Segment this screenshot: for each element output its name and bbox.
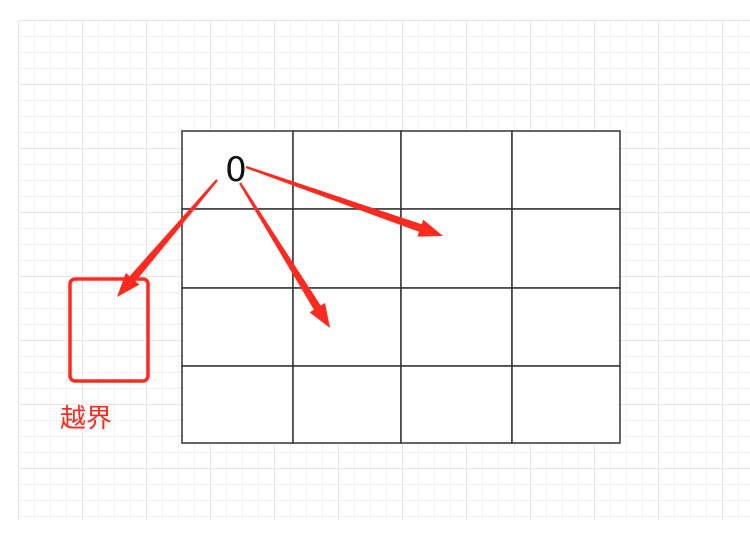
cell-label-zero: 0 <box>225 150 247 190</box>
grid-cell-r3-c1 <box>292 365 402 444</box>
grid-cell-r3-c3 <box>511 365 621 444</box>
grid-cell-r3-c0 <box>181 365 294 444</box>
grid-cell-r1-c0 <box>181 208 294 289</box>
arrow-down <box>239 182 330 328</box>
grid-cell-r2-c3 <box>511 287 621 367</box>
grid-cell-r1-c3 <box>511 208 621 289</box>
grid-cell-r3-c2 <box>400 365 513 444</box>
grid-cell-r0-c3 <box>511 130 621 210</box>
grid-cell-r1-c1 <box>292 208 402 289</box>
grid-cell-r0-c1 <box>292 130 402 210</box>
grid-cell-r0-c2 <box>400 130 513 210</box>
arrow-out-of-bounds <box>117 179 218 297</box>
arrows-group <box>117 165 443 328</box>
arrow-right-down <box>245 165 443 237</box>
matrix-grid <box>181 130 621 444</box>
grid-cell-r2-c0 <box>181 287 294 367</box>
out-of-bounds-label: 越界 <box>60 404 112 434</box>
grid-cell-r1-c2 <box>400 208 513 289</box>
grid-cell-r2-c2 <box>400 287 513 367</box>
out-of-bounds-box <box>68 277 150 383</box>
